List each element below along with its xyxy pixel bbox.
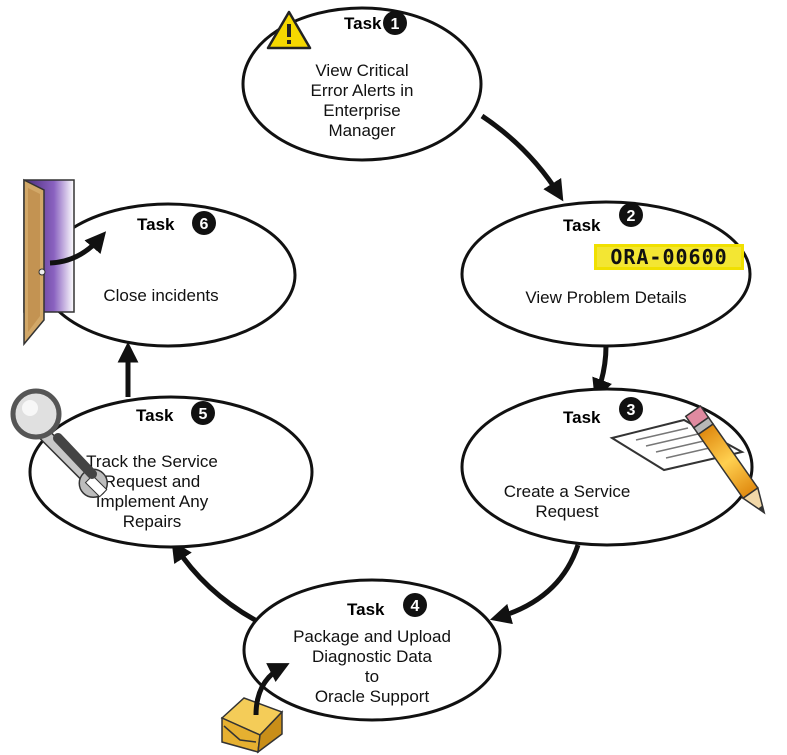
task-3-line-2: Request [535, 502, 599, 521]
task-4-line-4: Oracle Support [315, 687, 430, 706]
error-code-badge: ORA-00600 [594, 244, 744, 270]
exit-arrow [49, 231, 107, 266]
task-1-line-2: Error Alerts in [311, 81, 414, 100]
task-5-ellipse [28, 395, 314, 549]
task-3-line-1: Create a Service [504, 482, 631, 501]
task-6-number: 6 [200, 216, 209, 233]
task-3-ellipse [460, 387, 754, 547]
task-1-heading: Task [344, 14, 382, 33]
task-4-number-badge [403, 593, 427, 617]
arrow-task1-to-task2 [480, 113, 564, 202]
task-2-heading: Task [563, 216, 601, 235]
task-2-number-badge [619, 203, 643, 227]
task-5-number-badge [191, 401, 215, 425]
task-5-number: 5 [199, 406, 208, 423]
task-5-line-3: Implement Any [96, 492, 209, 511]
task-3-heading: Task [563, 408, 601, 427]
task-4-number: 4 [411, 598, 420, 615]
task-5-line-2: Request and [104, 472, 200, 491]
task-3-number: 3 [627, 402, 636, 419]
task-2-ellipse [460, 200, 752, 348]
task-2-number: 2 [627, 208, 636, 225]
task-6-line-1: Close incidents [103, 286, 218, 305]
arrow-task2-to-task3 [592, 345, 612, 400]
warning-icon [266, 10, 312, 50]
door-exit-icon [23, 178, 107, 347]
pencil-paper-icon [609, 404, 766, 515]
task-3-number-badge [619, 397, 643, 421]
task-2-line-1: View Problem Details [525, 288, 686, 307]
magnifier-wrench-icon [10, 388, 109, 499]
task-6-node: Task 6 Close incidents [39, 202, 297, 348]
task-4-line-3: to [365, 667, 379, 686]
task-1-number-badge [383, 11, 407, 35]
task-5-node: Task 5 Track the Service Request and Imp… [28, 395, 314, 549]
arrow-task4-to-task5 [171, 540, 257, 623]
task-4-ellipse [242, 578, 502, 722]
task-2-node: Task 2 View Problem Details [460, 200, 752, 348]
task-4-heading: Task [347, 600, 385, 619]
task-1-line-4: Manager [328, 121, 395, 140]
task-1-line-1: View Critical [315, 61, 408, 80]
task-6-heading: Task [137, 215, 175, 234]
upload-arrow [253, 663, 290, 716]
task-4-line-2: Diagnostic Data [312, 647, 433, 666]
task-5-line-4: Repairs [123, 512, 182, 531]
envelope-package-icon [220, 663, 290, 754]
task-1-line-3: Enterprise [323, 101, 400, 120]
arrow-task3-to-task4 [489, 544, 581, 625]
error-code-text: ORA-00600 [610, 245, 727, 269]
task-4-node: Task 4 Package and Upload Diagnostic Dat… [242, 578, 502, 722]
task-4-line-1: Package and Upload [293, 627, 451, 646]
task-5-line-1: Track the Service [86, 452, 218, 471]
task-1-number: 1 [391, 16, 400, 33]
task-3-node: Task 3 Create a Service Request [460, 387, 754, 547]
flow-arrows [117, 113, 612, 625]
task-5-heading: Task [136, 406, 174, 425]
task-6-number-badge [192, 211, 216, 235]
